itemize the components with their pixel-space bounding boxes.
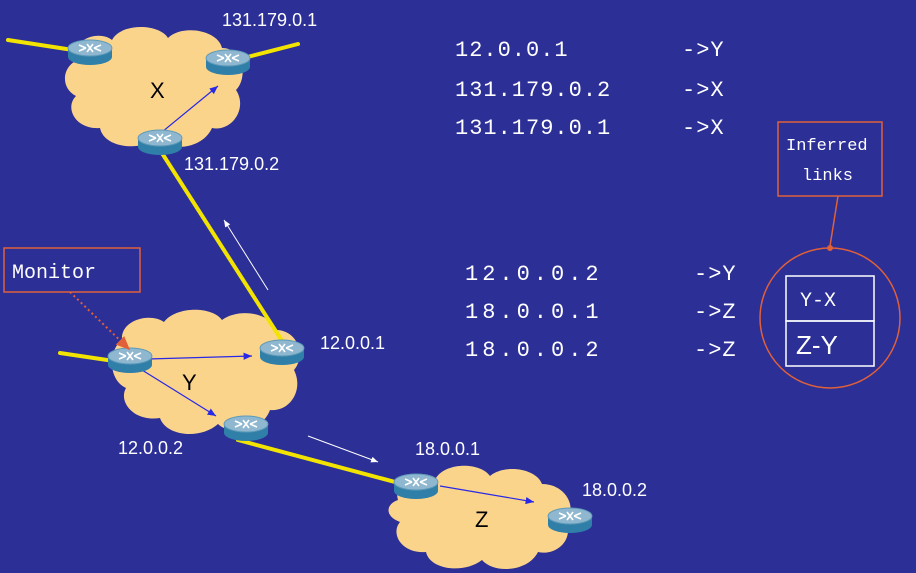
cloud-y: Y: [111, 309, 300, 435]
cloud-x-label: X: [150, 78, 165, 103]
router-icon: [67, 39, 113, 66]
inferred-links-label: Inferred links: [777, 121, 883, 197]
monitor-box: Monitor: [3, 247, 141, 293]
table-bottom-arrow: ->Y: [694, 262, 737, 287]
table-top-arrow: ->Y: [682, 38, 725, 63]
arrow-x-internal: [161, 85, 219, 133]
traffic-arrow-down: [307, 435, 379, 463]
cloud-icon: [111, 309, 300, 435]
table-top-addr: 12.0.0.1: [455, 38, 569, 63]
label-18-0-0-1: 18.0.0.1: [415, 439, 480, 459]
traffic-arrow-up: [223, 219, 269, 291]
router-icon: [205, 49, 251, 76]
table-top: 12.0.0.1 ->Y 131.179.0.2 ->X 131.179.0.1…: [455, 38, 725, 141]
inferred-link-y-x: Y-X: [800, 290, 836, 313]
link-y-z: [236, 438, 412, 488]
table-bottom-arrow: ->Z: [694, 338, 737, 363]
table-bottom-addr: 12.0.0.2: [465, 262, 603, 287]
arrow-z-internal: [439, 485, 535, 505]
table-bottom: 12.0.0.2 ->Y 18.0.0.1 ->Z 18.0.0.2 ->Z: [465, 262, 737, 363]
table-top-addr: 131.179.0.1: [455, 116, 611, 141]
table-bottom-addr: 18.0.0.1: [465, 300, 603, 325]
table-bottom-addr: 18.0.0.2: [465, 338, 603, 363]
label-12-0-0-1: 12.0.0.1: [320, 333, 385, 353]
router-icon: [547, 507, 593, 534]
router-icon: [259, 339, 305, 366]
label-18-0-0-2: 18.0.0.2: [582, 480, 647, 500]
table-bottom-arrow: ->Z: [694, 300, 737, 325]
cloud-y-label: Y: [182, 370, 197, 395]
cloud-z-label: Z: [475, 507, 488, 532]
router-icon: [107, 347, 153, 374]
monitor-arrow: [69, 291, 131, 351]
label-12-0-0-2: 12.0.0.2: [118, 438, 183, 458]
label-131-179-0-1: 131.179.0.1: [222, 10, 317, 30]
router-icon: [137, 129, 183, 156]
table-top-addr: 131.179.0.2: [455, 78, 611, 103]
arrow-y-right: [147, 352, 253, 360]
inferred-pointer: [829, 195, 839, 247]
link-y-left-stub: [58, 351, 116, 363]
label-131-179-0-2: 131.179.0.2: [184, 154, 279, 174]
table-top-arrow: ->X: [682, 78, 725, 103]
table-top-arrow: ->X: [682, 116, 725, 141]
inferred-label-line1: Inferred: [786, 137, 868, 156]
router-icon: [223, 415, 269, 442]
link-x-y: [158, 148, 286, 346]
arrow-y-down: [141, 369, 217, 417]
router-icon: [393, 473, 439, 500]
monitor-label: Monitor: [12, 262, 96, 285]
inferred-link-z-y: Z-Y: [796, 330, 838, 360]
inferred-links-set: Y-X Z-Y: [759, 247, 901, 389]
inferred-label-line2: links: [802, 167, 853, 186]
